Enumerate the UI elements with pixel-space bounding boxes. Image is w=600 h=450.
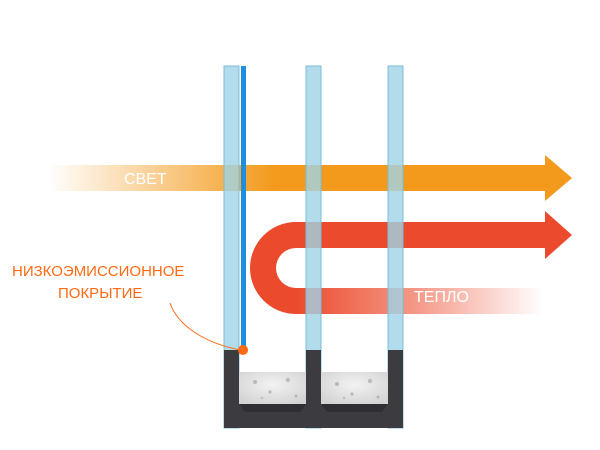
heat-label: ТЕПЛО [414,289,469,306]
coating-label-line2: ПОКРЫТИЕ [58,285,142,302]
coating-marker [238,345,248,355]
heat-arrow [250,211,572,314]
low-e-coating [241,66,246,350]
coating-leader-line [169,302,241,351]
coating-label-line1: НИЗКОЭМИССИОННОЕ [12,263,184,280]
light-arrow [48,155,572,201]
edge-seal [224,350,403,428]
spacer-1 [239,372,306,428]
light-label: СВЕТ [124,171,167,188]
spacer-2 [321,372,388,428]
